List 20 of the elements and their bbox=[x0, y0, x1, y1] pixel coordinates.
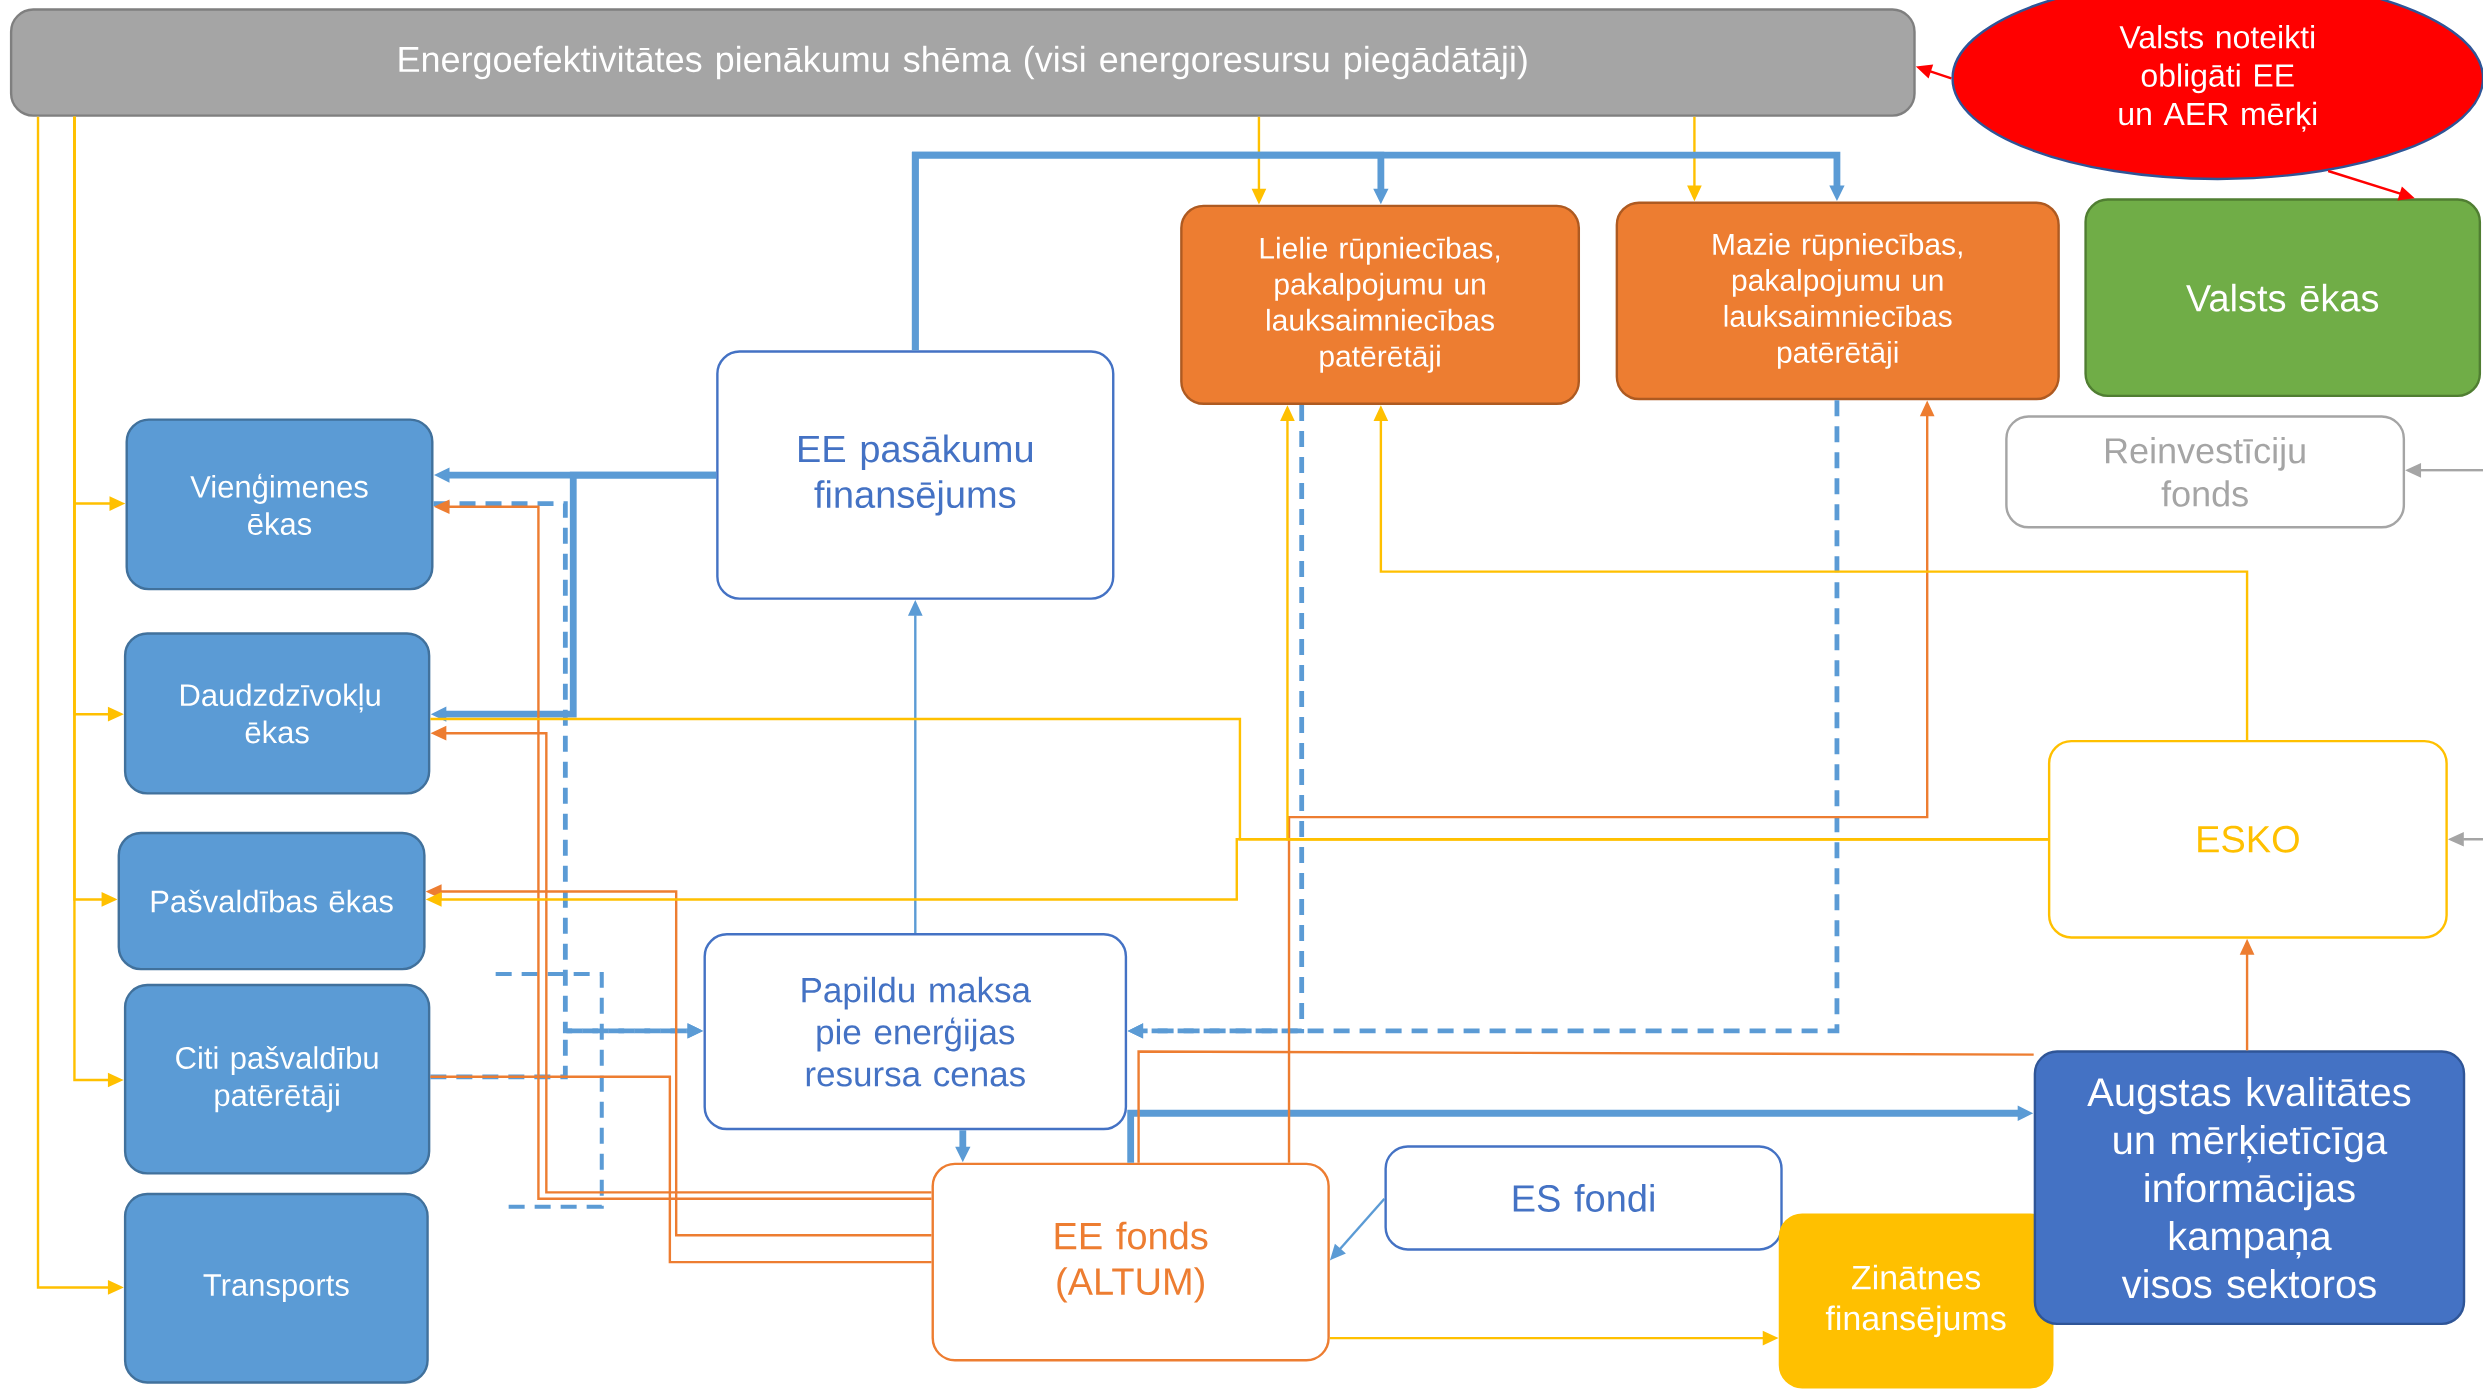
fund-box: ES fondi bbox=[1384, 1145, 1783, 1251]
scheme-banner: Energoefektivitātes pienākumu shēma (visi energoresursu piegādātāji) bbox=[9, 8, 1916, 117]
building-box: Valsts ēkas bbox=[2084, 198, 2482, 398]
connector-line bbox=[430, 1075, 932, 1264]
consumer-box: Lielie rūpniecības, pakalpojumu un lauksaimniecības patērētāji bbox=[1180, 204, 1580, 405]
esco-box: ESKO bbox=[2047, 739, 2448, 939]
campaign-box: Augstas kvalitātes un mērķietīcīga informācijas kampaņa visos sektoros bbox=[2033, 1050, 2466, 1326]
sector-box: Vienģimenes ēkas bbox=[125, 418, 434, 591]
surcharge-box: Papildu maksa pie enerģijas resursa cenas bbox=[703, 933, 1128, 1131]
consumer-box: Mazie rūpniecības, pakalpojumu un lauksaimniecības patērētāji bbox=[1615, 201, 2060, 401]
sector-box: Transports bbox=[123, 1192, 429, 1384]
arrow bbox=[911, 151, 1845, 351]
financing-box: EE pasākumu finansējums bbox=[716, 350, 1115, 600]
sector-box: Citi pašvaldību patērētāji bbox=[123, 983, 431, 1175]
sector-box: Pašvaldības ēkas bbox=[117, 831, 426, 971]
fund-box: EE fonds (ALTUM) bbox=[931, 1162, 1330, 1362]
sector-box: Daudzdzīvokļu ēkas bbox=[123, 632, 431, 795]
fund-box: Reinvestīciju fonds bbox=[2005, 415, 2406, 529]
connector-line bbox=[1137, 1050, 2034, 1163]
funding-box: Zinātnes finansējums bbox=[1778, 1213, 2054, 1389]
